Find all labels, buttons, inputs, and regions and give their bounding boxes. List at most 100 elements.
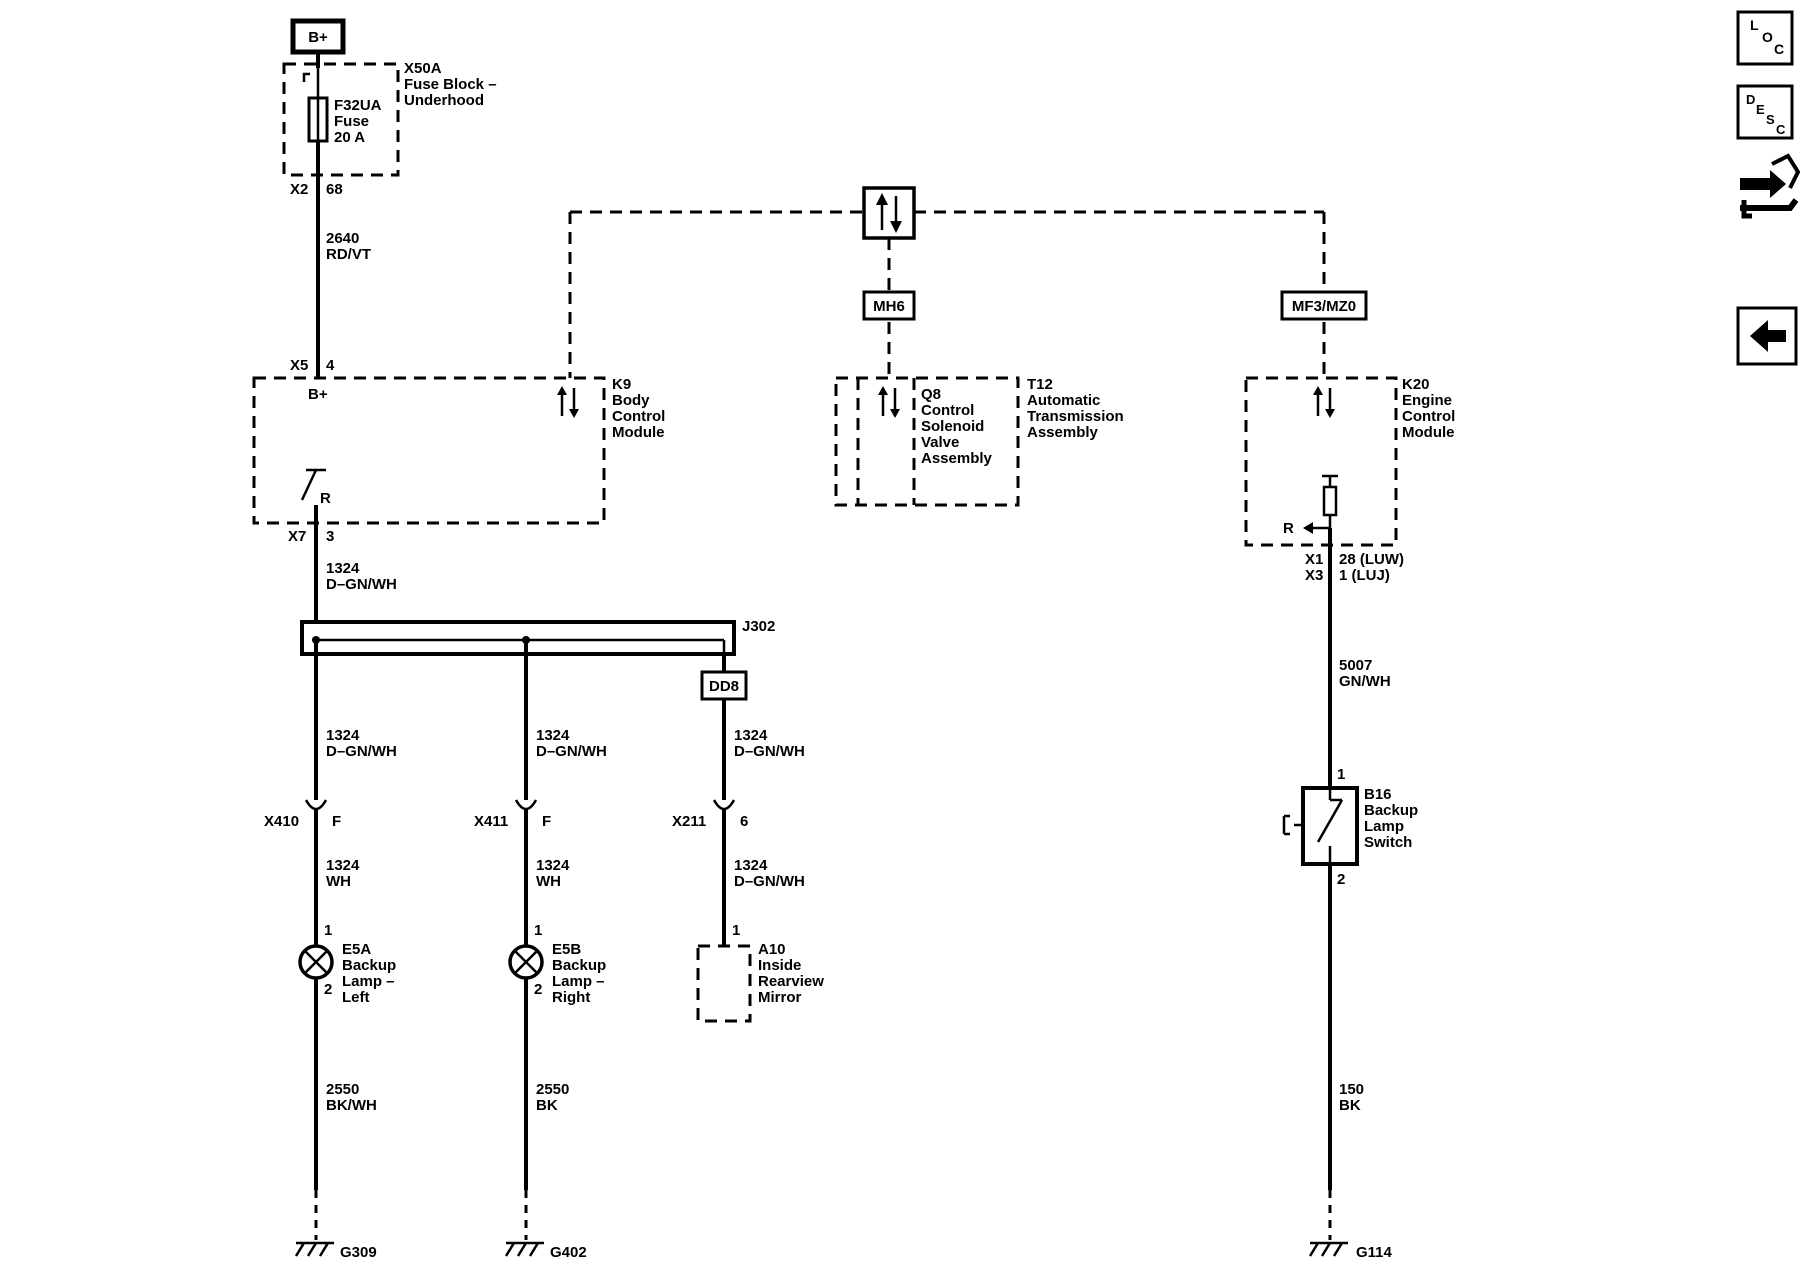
svg-text:Automatic: Automatic [1027,392,1100,409]
e5b-lamp-icon [508,944,544,980]
k9-out-connector: X7 [288,528,306,545]
a10-label: A10 Inside Rearview Mirror [758,941,824,1006]
svg-text:Solenoid: Solenoid [921,418,984,435]
svg-text:Backup: Backup [552,957,606,974]
svg-text:Module: Module [1402,424,1455,441]
ground-g402-label: G402 [550,1244,587,1261]
connector-x411-icon [514,799,538,822]
svg-text:Q8: Q8 [921,386,941,403]
back-button[interactable] [1736,306,1798,366]
wire-2640-circuit: 2640 [326,230,359,247]
gnd-mid-color: BK [536,1097,558,1114]
connector-x411-pin: F [542,813,551,830]
wire-5007-circuit: 5007 [1339,657,1372,674]
arrow-left-icon [1750,320,1786,352]
ground-g402-icon [504,1241,544,1257]
k9-serial-data-icon [557,386,579,418]
wire-left-wh-circuit: 1324 [326,857,360,874]
e5a-label: E5A Backup Lamp – Left [342,941,396,1006]
k9-in-pin: 4 [326,357,335,374]
connector-x211-pin: 6 [740,813,748,830]
svg-text:E5B: E5B [552,941,581,958]
svg-text:X50A: X50A [404,60,442,77]
e5a-pin-2: 2 [324,981,332,998]
description-button[interactable]: D E S C [1736,84,1794,140]
connector-repair-icon[interactable] [1740,153,1800,219]
k9-in-connector: X5 [290,357,308,374]
k20-serial-data-icon [1313,386,1335,418]
svg-text:K9: K9 [612,376,631,393]
branch-mid-color: D–GN/WH [536,743,607,760]
k9-r-label: R [320,490,331,507]
k9-out-pin: 3 [326,528,334,545]
a10-pin-1: 1 [732,922,740,939]
b16-pin-2: 2 [1337,871,1345,888]
fuse-block-box [282,62,400,177]
svg-text:Lamp –: Lamp – [552,973,605,990]
svg-text:Switch: Switch [1364,834,1412,851]
svg-text:L: L [1750,17,1759,33]
wire-5007-color: GN/WH [1339,673,1391,690]
svg-text:O: O [1762,29,1773,45]
serial-data-hub-icon [862,186,916,240]
svg-text:Left: Left [342,989,370,1006]
option-mh6-label: MH6 [873,298,905,315]
wire-150-circuit: 150 [1339,1081,1364,1098]
connector-x410-pin: F [332,813,341,830]
serial-data-bus [568,210,1326,378]
e5b-pin-1: 1 [534,922,542,939]
k20-module-box [1244,376,1398,547]
fuse-out-pin: 68 [326,181,343,198]
gnd-mid-circuit: 2550 [536,1081,569,1098]
option-mf3-label: MF3/MZ0 [1292,298,1356,315]
k20-connector-x1: X1 [1305,551,1323,568]
location-button[interactable]: L O C [1736,10,1794,66]
fuse-block-label: X50A Fuse Block – Underhood [404,60,497,109]
svg-text:Underhood: Underhood [404,92,484,109]
connector-x410-icon [304,799,328,822]
branch-right-circuit: 1324 [734,727,768,744]
svg-text:B16: B16 [1364,786,1392,803]
b16-switch-icon [1282,786,1359,866]
gnd-left-circuit: 2550 [326,1081,359,1098]
svg-text:20 A: 20 A [334,129,365,146]
ground-g309-icon [294,1241,334,1257]
splice-j302-label: J302 [742,618,775,635]
k9-module-box [252,376,606,525]
fuse-label: F32UA Fuse 20 A [334,97,382,146]
svg-text:Right: Right [552,989,590,1006]
option-mh6-box [862,290,916,321]
wire-right-b-color: D–GN/WH [734,873,805,890]
wire-2640-color: RD/VT [326,246,371,263]
k20-pin-x1: 28 (LUW) [1339,551,1404,568]
svg-text:Fuse: Fuse [334,113,369,130]
wire-1324-top-color: D–GN/WH [326,576,397,593]
svg-text:Control: Control [921,402,974,419]
svg-text:Backup: Backup [1364,802,1418,819]
e5a-lamp-icon [298,944,334,980]
branch-mid-circuit: 1324 [536,727,570,744]
e5b-label: E5B Backup Lamp – Right [552,941,606,1006]
k9-bplus-label: B+ [308,386,328,403]
svg-text:F32UA: F32UA [334,97,382,114]
svg-text:A10: A10 [758,941,786,958]
svg-text:Inside: Inside [758,957,801,974]
svg-text:D: D [1746,92,1755,107]
gnd-left-color: BK/WH [326,1097,377,1114]
svg-text:Control: Control [612,408,665,425]
wire-1324-top-circuit: 1324 [326,560,360,577]
ground-g309-label: G309 [340,1244,377,1261]
connector-x211-icon [712,799,736,822]
k20-pin-x3: 1 (LUJ) [1339,567,1390,584]
svg-text:Body: Body [612,392,650,409]
svg-text:Backup: Backup [342,957,396,974]
k9-low-side-switch-icon [300,468,326,501]
svg-text:Transmission: Transmission [1027,408,1124,425]
svg-text:K20: K20 [1402,376,1430,393]
svg-text:Assembly: Assembly [1027,424,1099,441]
svg-text:E5A: E5A [342,941,371,958]
svg-text:C: C [1776,122,1786,137]
splice-j302-box [300,620,736,656]
